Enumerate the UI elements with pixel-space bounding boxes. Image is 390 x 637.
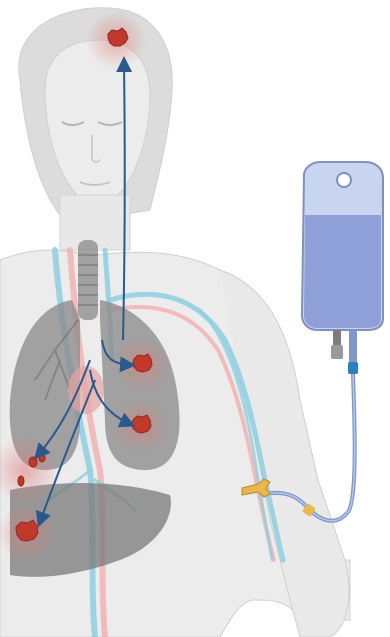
heart — [68, 366, 104, 414]
tumor-brain-icon — [108, 28, 128, 46]
tumor-small-2-icon — [18, 476, 24, 486]
iv-bag — [302, 162, 383, 374]
tumor-liver-icon — [16, 520, 38, 541]
tumor-lung-lower-icon — [132, 415, 151, 433]
tumor-small-3-icon — [39, 454, 45, 462]
iv-clamp — [348, 362, 358, 374]
tumor-lung-upper-icon — [133, 354, 152, 372]
tumor-small-1-icon — [29, 457, 37, 467]
iv-port-tip — [331, 345, 343, 359]
iv-fluid — [304, 215, 381, 328]
iv-port-left — [333, 330, 341, 346]
iv-bag-hanger-hole — [337, 173, 351, 187]
neck — [60, 195, 130, 250]
trachea — [78, 240, 98, 320]
iv-port-right — [349, 330, 357, 362]
